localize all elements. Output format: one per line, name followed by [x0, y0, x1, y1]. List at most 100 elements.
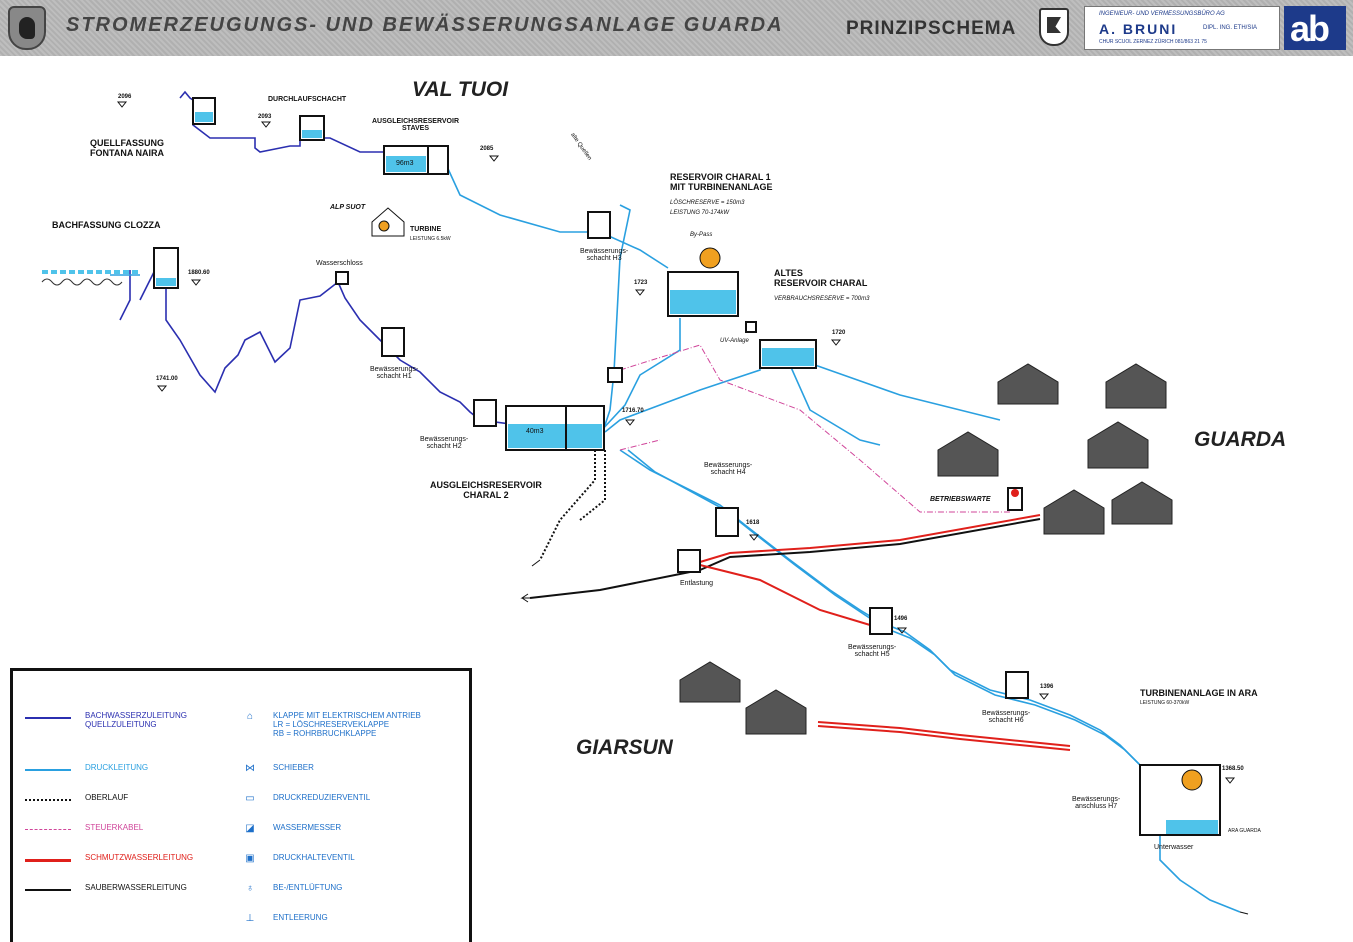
- label-leistung-ara: LEISTUNG 60-370kW: [1140, 700, 1190, 706]
- legend-text-schmutz: SCHMUTZWASSERLEITUNG: [85, 853, 194, 862]
- label-vol-staves: 96m3: [396, 160, 414, 167]
- legend-row-oberlauf: OBERLAUF ▭ DRUCKREDUZIERVENTIL: [13, 791, 473, 811]
- elev-2085: 2085: [480, 146, 494, 152]
- legend-text-quell: BACHWASSERZULEITUNG QUELLZULEITUNG: [85, 711, 187, 729]
- be-entlueftung-icon: ♁: [246, 883, 254, 894]
- company-name: A. BRUNI: [1099, 21, 1178, 37]
- legend-row-sauber: SAUBERWASSERLEITUNG ♁ BE-/ENTLÜFTUNG: [13, 881, 473, 901]
- place-val-tuoi: VAL TUOI: [412, 78, 509, 101]
- label-turbinenanlage-ara: TURBINENANLAGE IN ARA: [1140, 688, 1258, 698]
- label-alp-suot: ALP SUOT: [330, 204, 366, 211]
- elev-1720: 1720: [832, 330, 846, 336]
- label-schacht-h6: Bewässerungs- schacht H6: [982, 710, 1031, 724]
- legend-row-entleerung: ⊥ ENTLEERUNG: [13, 911, 473, 931]
- place-guarda: GUARDA: [1194, 428, 1287, 451]
- schmutzwasser-lines: [529, 514, 1071, 751]
- company-suffix: DIPL. ING. ETH/SIA: [1203, 25, 1258, 31]
- company-logo: ab: [1284, 6, 1346, 50]
- label-durchlaufschacht: DURCHLAUFSCHACHT: [268, 96, 347, 103]
- label-schacht-h5: Bewässerungs- schacht H5: [848, 644, 897, 658]
- elev-2093: 2093: [258, 114, 272, 120]
- page-title: STROMERZEUGUNGS- UND BEWÄSSERUNGSANLAGE …: [66, 14, 784, 36]
- legend-swatch-steuer: [25, 829, 71, 830]
- label-turbine-leistung: LEISTUNG 6.5kW: [410, 236, 451, 242]
- house-icons: [679, 363, 1173, 735]
- label-schacht-h3: Bewässerungs- schacht H3: [580, 248, 629, 262]
- canton-crest-icon: [1039, 8, 1069, 46]
- label-unterwasser: Unterwasser: [1154, 844, 1194, 851]
- legend-swatch-sauber: [25, 889, 71, 891]
- elev-1741: 1741.00: [156, 376, 178, 382]
- legend-row-steuer: STEUERKABEL ◪ WASSERMESSER: [13, 821, 473, 841]
- legend: BACHWASSERZULEITUNG QUELLZULEITUNG ⌂ KLA…: [10, 668, 472, 942]
- elev-1723: 1723: [634, 280, 648, 286]
- elevation-markers: [116, 101, 1236, 784]
- legend-text-entleerung: ENTLEERUNG: [273, 913, 328, 922]
- steuerkabel-lines: [619, 344, 1010, 513]
- oberlauf-lines: [539, 450, 606, 561]
- label-schacht-h1: Bewässerungs- schacht H1: [370, 366, 419, 380]
- label-verbrauchsreserve: VERBRAUCHSRESERVE = 700m3: [774, 296, 870, 302]
- legend-row-druck: DRUCKLEITUNG ⋈ SCHIEBER: [13, 761, 473, 781]
- legend-swatch-schmutz: [25, 859, 71, 862]
- label-turbine: TURBINE: [410, 226, 442, 233]
- legend-row-schmutz: SCHMUTZWASSERLEITUNG ▣ DRUCKHALTEVENTIL: [13, 851, 473, 871]
- label-ausgleich-charal2: AUSGLEICHSRESERVOIR CHARAL 2: [430, 480, 542, 500]
- label-loeschreserve: LÖSCHRESERVE = 150m3: [670, 200, 745, 206]
- company-line3: CHUR SCUOL ZERNEZ ZÜRICH 081/863 21 75: [1099, 39, 1207, 45]
- legend-swatch-oberlauf: [25, 799, 71, 801]
- label-schacht-h2: Bewässerungs- schacht H2: [420, 436, 469, 450]
- page-subtitle: PRINZIPSCHEMA: [846, 18, 1017, 39]
- label-wasserschloss: Wasserschloss: [316, 260, 363, 267]
- turbine-icons: [371, 207, 1203, 791]
- legend-text-schieber: SCHIEBER: [273, 763, 314, 772]
- elev-1368: 1368.50: [1222, 766, 1244, 772]
- legend-text-wassermesser: WASSERMESSER: [273, 823, 342, 832]
- entleerung-icon: ⊥: [245, 913, 255, 924]
- legend-text-druckhalte: DRUCKHALTEVENTIL: [273, 853, 355, 862]
- place-giarsun: GIARSUN: [576, 736, 673, 759]
- legend-swatch-quell: [25, 717, 71, 719]
- legend-text-druck: DRUCKLEITUNG: [85, 763, 149, 772]
- legend-text-klappe: KLAPPE MIT ELEKTRISCHEM ANTRIEB LR = LÖS…: [273, 711, 421, 738]
- label-bypass: By-Pass: [690, 232, 713, 238]
- legend-text-oberlauf: OBERLAUF: [85, 793, 129, 802]
- label-entlastung: Entlastung: [680, 580, 714, 587]
- legend-row-quell: BACHWASSERZULEITUNG QUELLZULEITUNG ⌂ KLA…: [13, 709, 473, 738]
- company-line1: INGENIEUR- UND VERMESSUNGSBÜRO AG: [1099, 11, 1225, 17]
- elev-1880: 1880.60: [188, 270, 210, 276]
- title-bar: STROMERZEUGUNGS- UND BEWÄSSERUNGSANLAGE …: [0, 0, 1353, 56]
- elev-1618: 1618: [746, 520, 760, 526]
- label-reservoir-charal1: RESERVOIR CHARAL 1 MIT TURBINENANLAGE: [670, 172, 773, 192]
- flow-arrows: [520, 559, 1249, 915]
- label-leistung1: LEISTUNG 70-174kW: [670, 210, 730, 216]
- legend-text-sauber: SAUBERWASSERLEITUNG: [85, 883, 187, 892]
- elev-1496: 1496: [894, 616, 908, 622]
- elev-1396: 1396: [1040, 684, 1054, 690]
- elev-1716: 1716.70: [622, 408, 644, 414]
- label-uv-anlage: UV-Anlage: [720, 338, 749, 344]
- druckreduzierventil-icon: ▭: [245, 793, 255, 804]
- legend-swatch-druck: [25, 769, 71, 771]
- legend-text-steuer: STEUERKABEL: [85, 823, 144, 832]
- label-altes-reservoir: ALTES RESERVOIR CHARAL: [774, 268, 868, 288]
- label-ara-guarda: ARA GUARDA: [1228, 828, 1261, 834]
- logo-text: ab: [1290, 8, 1330, 49]
- company-stamp: INGENIEUR- UND VERMESSUNGSBÜRO AG A. BRU…: [1084, 6, 1280, 50]
- guarda-crest-icon: [8, 6, 46, 50]
- label-betriebswarte: BETRIEBSWARTE: [930, 496, 991, 503]
- legend-text-druckreduzier: DRUCKREDUZIERVENTIL: [273, 793, 371, 802]
- stream-clozza: [41, 270, 140, 286]
- schieber-icon: ⋈: [245, 763, 255, 774]
- label-quellfassung: QUELLFASSUNG FONTANA NAIRA: [90, 138, 165, 158]
- elev-2096: 2096: [118, 94, 132, 100]
- label-schacht-h4: Bewässerungs- schacht H4: [704, 462, 753, 476]
- structures: [153, 97, 1221, 836]
- label-schacht-h7: Bewässerungs- anschluss H7: [1072, 796, 1121, 810]
- label-ausgleich-staves: AUSGLEICHSRESERVOIR STAVES: [372, 118, 459, 132]
- wassermesser-icon: ◪: [245, 823, 255, 834]
- druckhalteventil-icon: ▣: [245, 853, 255, 864]
- klappe-icon: ⌂: [246, 711, 254, 722]
